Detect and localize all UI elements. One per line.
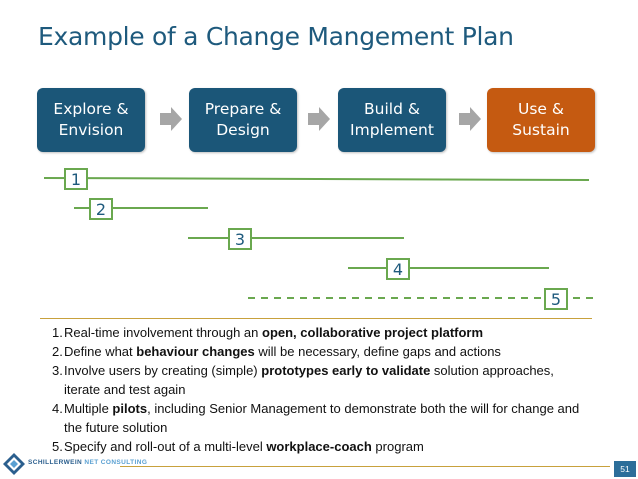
item-text: solution approaches, iterate and test ag… (64, 363, 554, 397)
item-emphasis: workplace-coach (266, 439, 372, 454)
item-text: program (371, 439, 424, 454)
item-emphasis: open, collaborative project platform (262, 325, 484, 340)
list-item: 3. Involve users by creating (simple) pr… (40, 361, 592, 399)
list-item: 1. Real-time involvement through an open… (40, 323, 592, 342)
logo-accent-text: NET CONSULTING (84, 459, 148, 466)
action-list-box: 1. Real-time involvement through an open… (40, 318, 592, 459)
track-line-1 (43, 177, 590, 181)
logo-main-text: SCHILLERWEIN (28, 459, 83, 466)
item-text: Define what (64, 344, 137, 359)
item-text: will be necessary, define gaps and actio… (254, 344, 501, 359)
item-number: 4. (52, 401, 63, 416)
item-number: 1. (52, 325, 63, 340)
item-emphasis: behaviour changes (136, 344, 255, 359)
phase-use-sustain: Use & Sustain (487, 88, 595, 152)
item-number: 2. (52, 344, 63, 359)
list-item: 5. Specify and roll-out of a multi-level… (40, 437, 592, 456)
phase-explore-envision: Explore & Envision (37, 88, 145, 152)
item-emphasis: prototypes early to validate (261, 363, 431, 378)
track-badge-1: 1 (64, 168, 88, 190)
list-item: 2. Define what behaviour changes will be… (40, 342, 592, 361)
item-text: Involve users by creating (simple) (64, 363, 262, 378)
footer-divider (120, 466, 610, 467)
track-badge-2: 2 (89, 198, 113, 220)
item-text: Real-time involvement through an (64, 325, 262, 340)
track-badge-4: 4 (386, 258, 410, 280)
phase-prepare-design: Prepare & Design (189, 88, 297, 152)
page-number: 51 (614, 461, 636, 477)
item-emphasis: pilots (112, 401, 148, 416)
item-text: Multiple (64, 401, 113, 416)
list-item: 4. Multiple pilots, including Senior Man… (40, 399, 592, 437)
item-text: Specify and roll-out of a multi-level (64, 439, 267, 454)
item-number: 5. (52, 439, 63, 454)
page-title: Example of a Change Mangement Plan (38, 22, 514, 51)
chevron-right-icon (160, 107, 182, 131)
company-logo-icon (3, 453, 25, 475)
item-text: , including Senior Management to demonst… (64, 401, 580, 435)
company-logo-text: SCHILLERWEIN NET CONSULTING (28, 459, 147, 466)
chevron-right-icon (459, 107, 481, 131)
phase-build-implement: Build & Implement (338, 88, 446, 152)
action-list: 1. Real-time involvement through an open… (40, 323, 592, 456)
track-badge-5: 5 (544, 288, 568, 310)
item-number: 3. (52, 363, 63, 378)
chevron-right-icon (308, 107, 330, 131)
track-badge-3: 3 (228, 228, 252, 250)
